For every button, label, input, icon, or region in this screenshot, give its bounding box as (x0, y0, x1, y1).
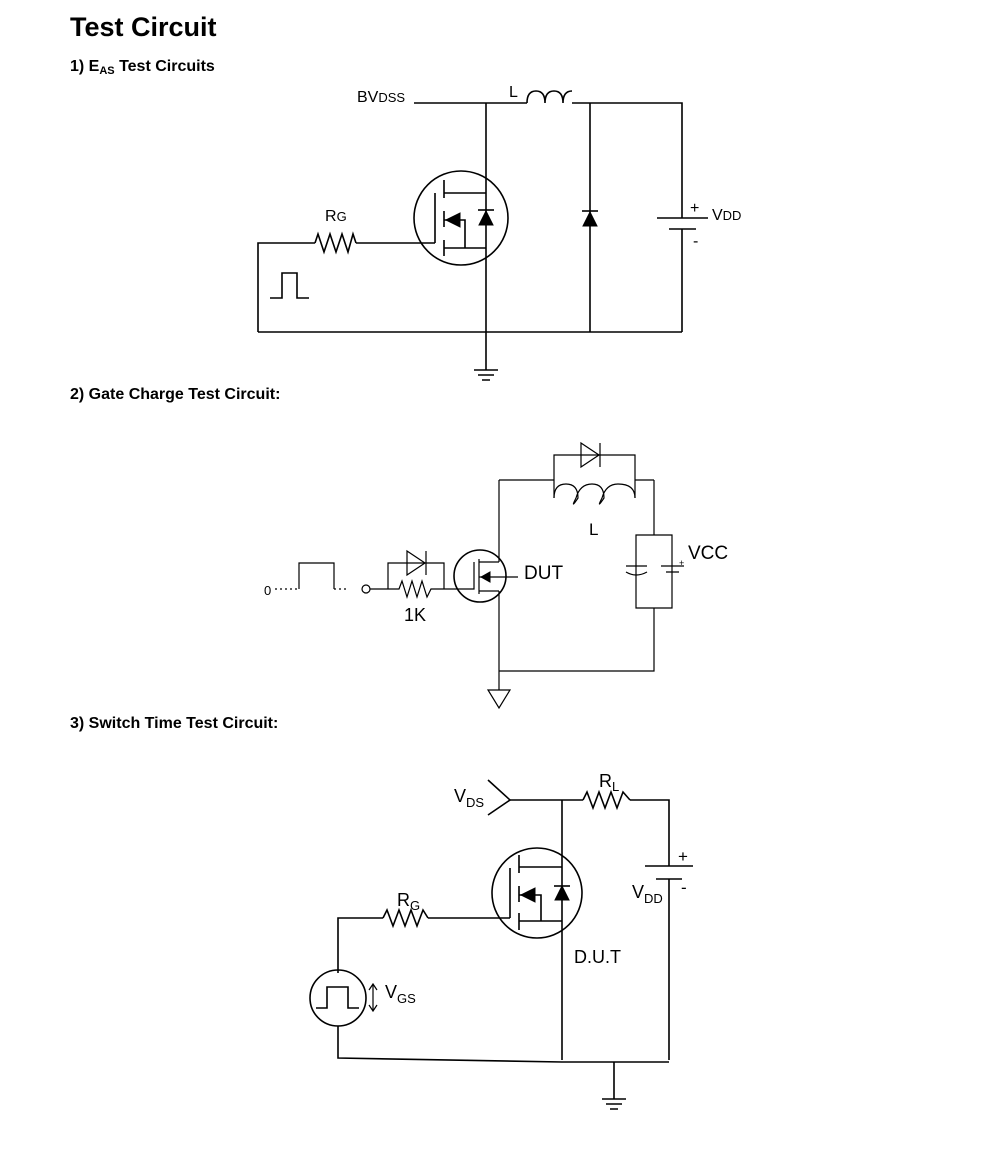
pulse-symbol (270, 272, 309, 299)
battery-vdd (645, 865, 693, 1060)
dut-gate-wire (444, 562, 475, 590)
freewheel-diode (580, 441, 601, 469)
label-inductor: L (589, 520, 598, 539)
label-plus: + (690, 200, 699, 217)
input-node (361, 584, 371, 594)
ground-triangle (486, 689, 512, 710)
mosfet-circle (491, 847, 583, 939)
eas-test-circuit: BVDSS L RG + - VDD (257, 84, 741, 381)
mosfet-body (509, 855, 562, 930)
label-vdd: VDD (632, 882, 663, 906)
dut-mosfet-circle (453, 549, 507, 603)
gate-wire (257, 242, 435, 332)
section-heading-gate-charge: 2) Gate Charge Test Circuit: (70, 386, 280, 404)
body-diode (478, 209, 494, 226)
label-zero: 0 (264, 583, 271, 598)
resistor-1k (388, 578, 444, 600)
inductor-l (553, 483, 636, 505)
resistor-rg (382, 907, 429, 929)
heading-prefix: 2) Gate Charge Test Circuit: (70, 386, 281, 403)
gate-charge-test-circuit: 0 + 1K DUT L VCC (264, 441, 728, 710)
ground-symbol (602, 1062, 626, 1110)
mosfet-arrow (519, 887, 536, 903)
label-vds: VDS (454, 786, 484, 810)
label-minus: - (693, 233, 698, 250)
page-title: Test Circuit (70, 12, 217, 42)
wire-top (510, 799, 670, 866)
resistor-rg (314, 231, 357, 255)
gate-diode (406, 549, 427, 577)
section-heading-eas: 1) EAS Test Circuits (70, 58, 215, 77)
mosfet-body (434, 180, 486, 256)
body-diode (554, 884, 570, 901)
mosfet-arrow (444, 212, 461, 228)
label-rg: RG (325, 208, 347, 225)
label-rg: RG (397, 890, 420, 913)
section-heading-switch-time: 3) Switch Time Test Circuit: (70, 715, 278, 733)
input-pulse (298, 562, 335, 589)
label-dut: D.U.T (574, 947, 621, 967)
wire-top (414, 102, 683, 218)
heading-suffix: Test Circuits (114, 58, 215, 75)
vgs-double-arrow (368, 982, 378, 1013)
resistor-rl (582, 789, 631, 811)
label-plus: + (678, 847, 688, 866)
capacitor (625, 565, 648, 576)
wire-top (499, 479, 655, 535)
label-bvdss: BVDSS (357, 89, 405, 106)
dut-arrow (479, 571, 491, 583)
switch-time-test-circuit: VDS RL RG + - VDD VGS D.U.T (309, 771, 693, 1110)
dut-body (478, 559, 518, 594)
mosfet-circle (413, 170, 509, 266)
gate-diode-parallel (387, 562, 445, 589)
label-minus: - (681, 878, 687, 897)
ground-symbol (474, 369, 498, 381)
label-vdd: VDD (712, 207, 741, 224)
heading-subscript: AS (99, 65, 115, 77)
label-vcc: VCC (688, 543, 728, 564)
label-1k: 1K (404, 605, 426, 625)
inductor-parallel-frame (553, 454, 636, 498)
inductor-l (526, 90, 573, 104)
battery-vdd (657, 217, 708, 332)
gate-wire (337, 917, 510, 973)
label-rl: RL (599, 771, 619, 794)
pulse-symbol (316, 986, 359, 1009)
vcc-source-block (635, 534, 673, 609)
label-vgs: VGS (385, 982, 416, 1006)
heading-prefix: 1) E (70, 58, 100, 75)
heading-prefix: 3) Switch Time Test Circuit: (70, 715, 279, 732)
label-plus: + (679, 558, 684, 568)
label-dut: DUT (524, 563, 563, 584)
label-inductor: L (509, 84, 518, 101)
vds-arrow (487, 779, 512, 816)
pulse-source-circle (309, 969, 367, 1027)
battery (661, 565, 684, 573)
freewheel-diode (582, 210, 598, 227)
bottom-wire (337, 1026, 669, 1063)
